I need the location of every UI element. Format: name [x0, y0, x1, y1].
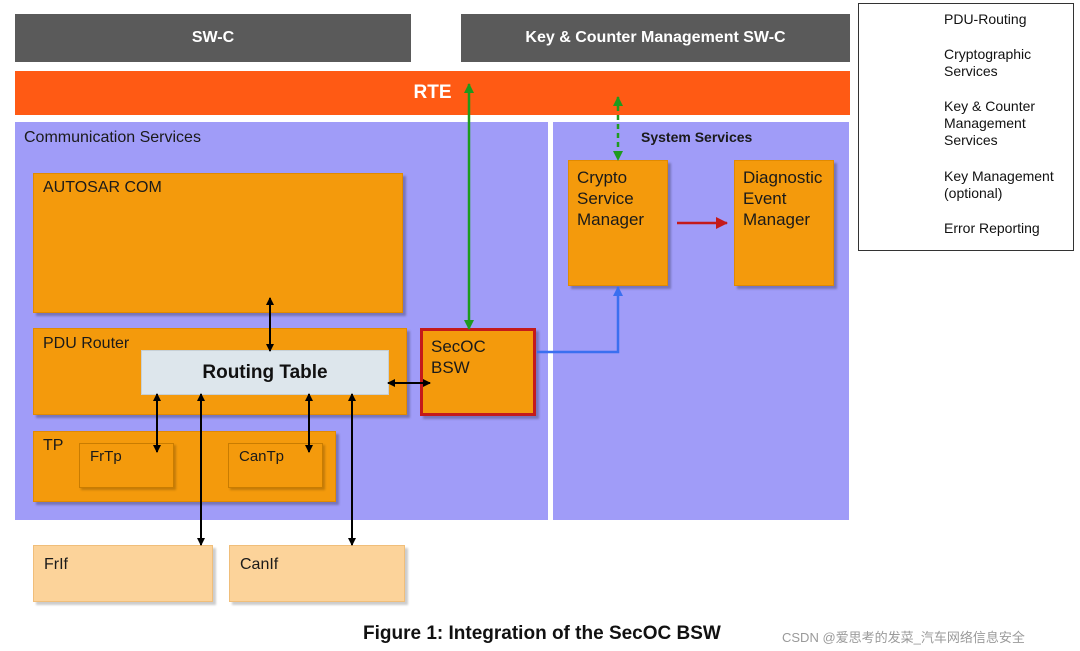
- cantp-box: CanTp: [228, 443, 323, 488]
- key-counter-swc-bar: Key & Counter Management SW-C: [461, 14, 850, 62]
- routing-table-label: Routing Table: [202, 361, 328, 383]
- crypto-line-3: Manager: [577, 210, 645, 229]
- autosar-com-label: AUTOSAR COM: [43, 179, 162, 196]
- legend-text: Management: [944, 115, 1026, 131]
- legend-item-crypto: Cryptographic Services: [944, 46, 1031, 80]
- cantp-label: CanTp: [239, 448, 285, 465]
- communication-services-title: Communication Services: [24, 129, 201, 146]
- autosar-com-box: AUTOSAR COM: [33, 173, 403, 313]
- legend-text: Cryptographic: [944, 46, 1032, 62]
- diag-line-2: Event: [743, 189, 787, 208]
- crypto-service-manager-box: Crypto Service Manager: [568, 160, 668, 286]
- legend-text: Key & Counter: [944, 98, 1036, 114]
- figure-caption: Figure 1: Integration of the SecOC BSW: [363, 623, 721, 644]
- frif-box: FrIf: [33, 545, 213, 602]
- routing-table: Routing Table: [141, 350, 389, 395]
- legend-text: Key Management: [944, 168, 1054, 184]
- legend-text: Services: [944, 132, 998, 148]
- key-counter-swc-label: Key & Counter Management SW-C: [525, 29, 786, 46]
- secoc-line-1: SecOC: [431, 337, 486, 356]
- legend-item-pdu-routing: PDU-Routing: [944, 11, 1026, 28]
- tp-label: TP: [43, 437, 64, 454]
- secoc-bsw-box: SecOC BSW: [420, 328, 536, 416]
- frif-label: FrIf: [44, 556, 68, 573]
- legend-text: Error Reporting: [944, 220, 1040, 236]
- legend-text: Services: [944, 63, 998, 79]
- frtp-box: FrTp: [79, 443, 174, 488]
- watermark: CSDN @爱思考的发菜_汽车网络信息安全: [782, 630, 1025, 645]
- canif-label: CanIf: [240, 556, 279, 573]
- legend-text: PDU-Routing: [944, 11, 1027, 27]
- diag-line-1: Diagnostic: [743, 168, 823, 187]
- legend-text: (optional): [944, 185, 1003, 201]
- legend-item-error-reporting: Error Reporting: [944, 220, 1040, 237]
- crypto-line-1: Crypto: [577, 168, 628, 187]
- swc-label: SW-C: [191, 29, 235, 46]
- diagnostic-event-manager-box: Diagnostic Event Manager: [734, 160, 834, 286]
- secoc-line-2: BSW: [431, 358, 470, 377]
- rte-label: RTE: [413, 82, 452, 103]
- diag-line-3: Manager: [743, 210, 811, 229]
- frtp-label: FrTp: [90, 448, 122, 465]
- canif-box: CanIf: [229, 545, 405, 602]
- crypto-line-2: Service: [577, 189, 634, 208]
- system-services-title: System Services: [641, 129, 753, 145]
- pdu-router-label: PDU Router: [43, 335, 130, 352]
- legend-item-key-management: Key Management (optional): [944, 168, 1054, 202]
- legend-item-key-counter: Key & Counter Management Services: [944, 98, 1035, 149]
- legend-box: [858, 3, 1074, 251]
- swc-bar: SW-C: [15, 14, 411, 62]
- rte-bar: RTE: [15, 71, 850, 115]
